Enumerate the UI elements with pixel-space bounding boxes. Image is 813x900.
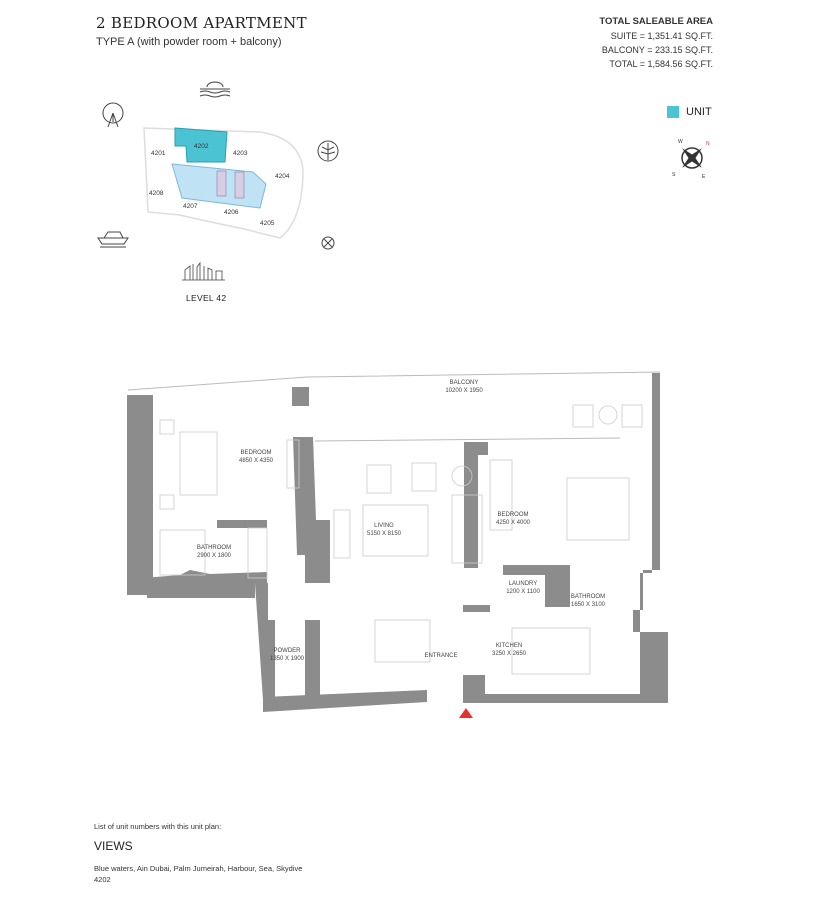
key-plan: 4201 4202 4203 4204 4205 4206 4207 4208: [97, 81, 339, 281]
svg-text:E: E: [702, 174, 706, 180]
walls: [127, 373, 668, 712]
living-label: LIVING: [374, 523, 394, 529]
glazing-lines: [127, 371, 661, 442]
page-subtitle: TYPE A (with powder room + balcony): [96, 36, 282, 48]
entrance-label: ENTRANCE: [424, 653, 457, 659]
skyline-icon: [182, 261, 225, 281]
unit-list-note: List of unit numbers with this unit plan…: [94, 822, 222, 831]
area-suite: SUITE = 1,351.41 SQ.FT.: [610, 31, 713, 41]
living-dims: 5150 X 8150: [367, 531, 402, 537]
svg-text:N: N: [706, 141, 710, 147]
bathroom2-label: BATHROOM: [571, 594, 605, 600]
views-heading: VIEWS: [94, 839, 133, 853]
bathroom1-dims: 2900 X 1800: [197, 553, 232, 559]
bedroom2-dims: 4250 X 4000: [496, 520, 531, 526]
area-balcony: BALCONY = 233.15 SQ.FT.: [601, 45, 713, 55]
palm-icon: [317, 140, 339, 162]
living-rug: [362, 504, 429, 557]
kitchen-label: KITCHEN: [496, 643, 522, 649]
unit-4207: 4207: [183, 203, 198, 210]
views-list: Blue waters, Ain Dubai, Palm Jumeirah, H…: [94, 864, 303, 873]
sea-sunset-icon: [199, 81, 231, 98]
svg-text:W: W: [678, 139, 683, 145]
ain-dubai-icon: [102, 102, 124, 128]
laundry-dims: 1200 X 1100: [506, 589, 540, 595]
unit-4203: 4203: [233, 150, 248, 157]
area-total: TOTAL = 1,584.56 SQ.FT.: [609, 59, 713, 69]
entrance-marker-icon: [459, 708, 473, 718]
unit-4202-highlight: [174, 127, 228, 163]
bedroom1-label: BEDROOM: [240, 450, 271, 456]
unit-4208: 4208: [149, 190, 164, 197]
balcony-dims: 10200 X 1950: [445, 388, 483, 394]
page-title: 2 BEDROOM APARTMENT: [96, 14, 307, 32]
bathroom1-label: BATHROOM: [197, 545, 231, 551]
legend-label: UNIT: [686, 106, 712, 118]
unit-4204: 4204: [275, 173, 290, 180]
furniture: [159, 404, 643, 675]
compass-icon: [321, 236, 335, 250]
unit-number: 4202: [94, 875, 111, 884]
level-label: LEVEL 42: [186, 293, 227, 303]
svg-text:S: S: [672, 172, 676, 178]
legend: UNIT: [667, 106, 712, 118]
armchair: [411, 462, 437, 492]
bed-2: [566, 477, 630, 541]
powder-label: POWDER: [274, 648, 302, 654]
views-block: Blue waters, Ain Dubai, Palm Jumeirah, H…: [94, 863, 302, 885]
compass-icon: W N S E: [672, 139, 710, 180]
unit-4202: 4202: [194, 143, 209, 150]
bedroom1-dims: 4850 X 4350: [239, 458, 274, 464]
bed-1: [179, 431, 218, 496]
unit-4205: 4205: [260, 220, 275, 227]
powder-dims: 1350 X 1900: [270, 656, 305, 662]
laundry-label: LAUNDRY: [509, 581, 538, 587]
unit-4206: 4206: [224, 209, 239, 216]
room-labels: BALCONY 10200 X 1950 BEDROOM 4850 X 4350…: [197, 380, 606, 662]
unit-swatch: [667, 106, 679, 118]
bathroom2-dims: 1650 X 3100: [571, 602, 606, 608]
sofa: [451, 494, 483, 564]
saleable-area: TOTAL SALEABLE AREA SUITE = 1,351.41 SQ.…: [599, 15, 713, 71]
yacht-icon: [97, 231, 129, 248]
kitchen-dims: 3250 X 2650: [492, 651, 527, 657]
area-heading: TOTAL SALEABLE AREA: [599, 16, 713, 27]
armchair: [366, 464, 392, 494]
bedroom2-label: BEDROOM: [497, 512, 528, 518]
kitchen-island: [511, 627, 591, 675]
unit-4201: 4201: [151, 150, 166, 157]
dining-table: [374, 619, 431, 663]
balcony-label: BALCONY: [450, 380, 479, 386]
